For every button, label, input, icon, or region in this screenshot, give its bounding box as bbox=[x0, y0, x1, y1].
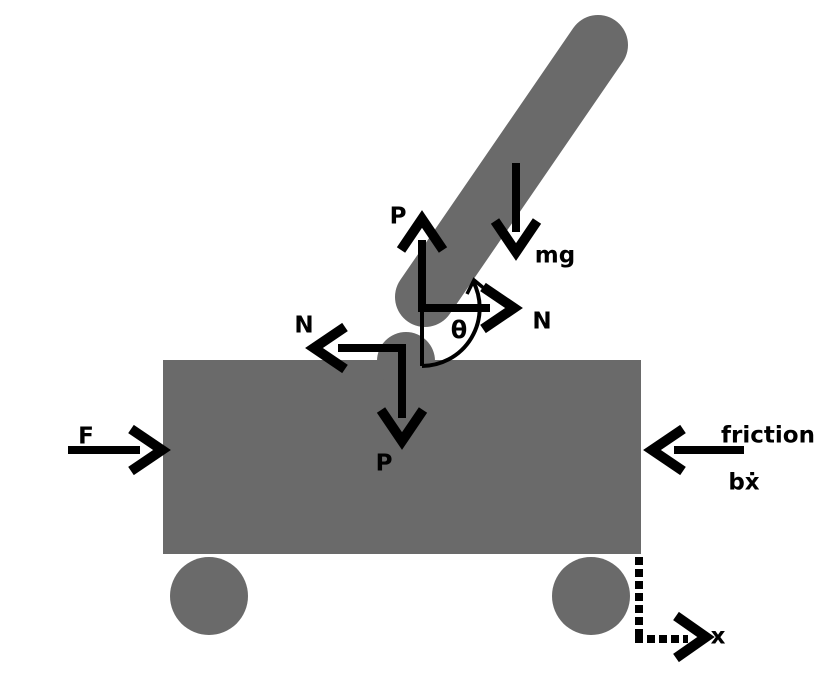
weight-arrow-mg bbox=[490, 163, 542, 261]
arrowhead-down-icon bbox=[376, 407, 428, 450]
pendulum-rod bbox=[392, 12, 631, 330]
arrowhead-right-icon bbox=[128, 424, 171, 476]
arrowhead-right-icon bbox=[480, 282, 523, 334]
arrowhead-right-icon bbox=[673, 611, 715, 663]
label-F: F bbox=[78, 423, 94, 450]
x-axis-indicator bbox=[635, 557, 715, 663]
arc-arrowhead-icon bbox=[465, 277, 488, 295]
cart-wheel-left bbox=[170, 557, 248, 635]
arrowhead-down-icon bbox=[490, 218, 542, 261]
arrowhead-left-icon bbox=[305, 322, 348, 374]
label-N-pendulum: N bbox=[532, 308, 552, 335]
cart-reaction-arrows bbox=[305, 322, 428, 450]
label-P-pendulum: P bbox=[389, 203, 407, 230]
label-theta: θ bbox=[450, 316, 468, 344]
label-mg: mg bbox=[534, 242, 576, 269]
applied-force-arrow bbox=[68, 424, 171, 476]
theta-arc bbox=[421, 280, 482, 368]
arrowhead-up-icon bbox=[396, 210, 448, 253]
label-x-axis: x bbox=[710, 623, 726, 650]
friction-force-arrow bbox=[643, 424, 744, 476]
theta-angle-indicator bbox=[420, 277, 488, 368]
label-N-cart: N bbox=[294, 312, 314, 339]
label-P-cart: P bbox=[375, 450, 393, 477]
arrowhead-left-icon bbox=[643, 424, 686, 476]
cart-wheel-right bbox=[552, 557, 630, 635]
pendulum-rod-shape bbox=[395, 15, 628, 327]
label-b-xdot: bẋ bbox=[728, 469, 760, 496]
label-friction: friction bbox=[721, 422, 815, 449]
